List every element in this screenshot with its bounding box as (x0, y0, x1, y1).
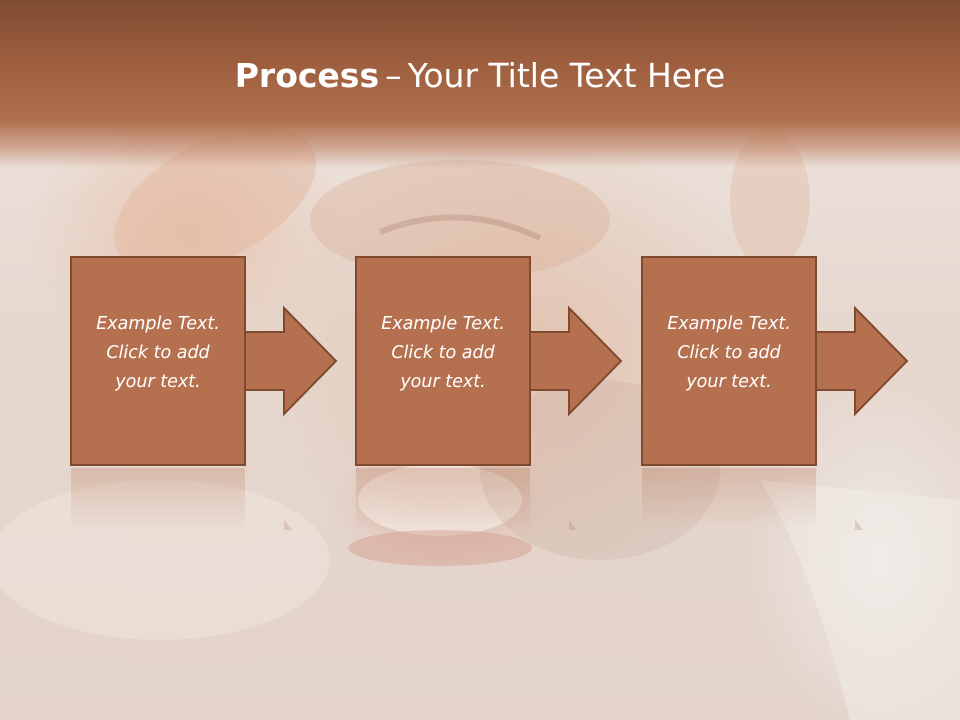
step-1-shape (70, 256, 338, 530)
right-arrow-icon (528, 305, 623, 417)
step-2-line-2: Click to add (391, 343, 495, 363)
step-3-box[interactable] (641, 256, 817, 466)
step-1-box[interactable] (70, 256, 246, 466)
step-1-reflection (71, 468, 245, 530)
step-2-shape (355, 256, 623, 530)
step-3-reflection (642, 468, 816, 530)
step-3-text[interactable]: Example Text. Click to add your text. (642, 310, 816, 397)
step-2-arrow-reflection (569, 520, 577, 530)
step-2-text[interactable]: Example Text. Click to add your text. (356, 310, 530, 397)
slide-title[interactable]: Process–Your Title Text Here (0, 54, 960, 98)
title-separator: – (385, 56, 402, 95)
step-3-line-2: Click to add (677, 343, 781, 363)
step-2-line-1: Example Text. (381, 314, 505, 334)
title-bar (0, 0, 960, 168)
step-3-line-1: Example Text. (667, 314, 791, 334)
step-1-line-3: your text. (115, 372, 201, 392)
step-3-arrow-reflection (855, 520, 863, 530)
title-rest-part: Your Title Text Here (407, 56, 726, 95)
right-arrow-icon (243, 305, 338, 417)
step-2-reflection (356, 468, 530, 530)
step-2-line-3: your text. (400, 372, 486, 392)
step-1-text[interactable]: Example Text. Click to add your text. (71, 310, 245, 397)
title-bold-part: Process (234, 56, 380, 95)
step-1-line-2: Click to add (106, 343, 210, 363)
step-2-box[interactable] (355, 256, 531, 466)
step-3-line-3: your text. (686, 372, 772, 392)
right-arrow-icon (814, 305, 909, 417)
step-3-shape (641, 256, 909, 530)
step-1-line-1: Example Text. (96, 314, 220, 334)
step-1-arrow-reflection (284, 520, 292, 530)
